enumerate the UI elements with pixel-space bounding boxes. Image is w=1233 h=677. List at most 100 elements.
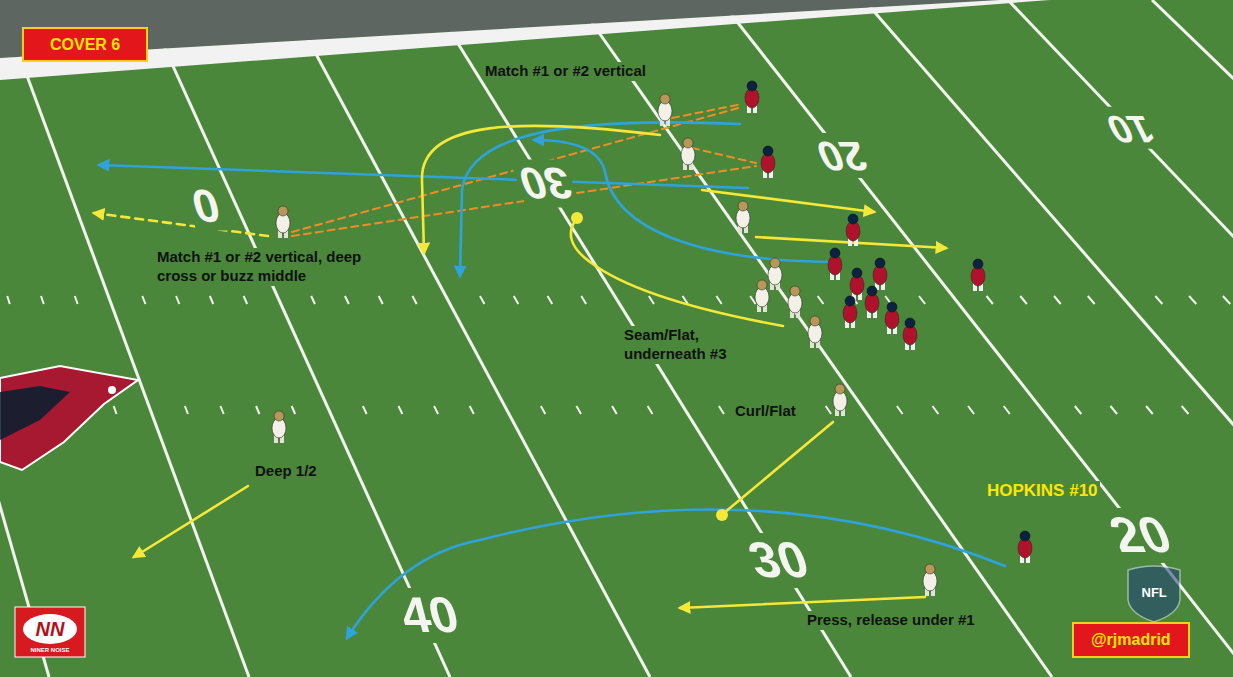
yard-number: 20 [806, 133, 877, 178]
site-logo [15, 607, 85, 657]
hash-mark [176, 296, 179, 304]
sideline-band [0, 0, 1050, 80]
offense-player [828, 248, 842, 280]
offense-player [971, 259, 985, 291]
hash-mark [716, 296, 721, 304]
hash-mark [256, 406, 259, 414]
badge-text: @rjmadrid [1091, 624, 1171, 656]
drop [94, 213, 268, 236]
hash-mark [1004, 406, 1010, 414]
yard-number: 10 [1096, 107, 1165, 149]
play-note: Deep 1/2 [253, 462, 319, 481]
offense-routes [99, 122, 1005, 638]
hash-mark [434, 406, 438, 414]
hash-mark [581, 296, 586, 304]
hash-mark [1020, 296, 1027, 304]
hash-mark [244, 296, 247, 304]
play-note: Press, release under #1 [805, 611, 977, 630]
play-note: Curl/Flat [733, 402, 798, 421]
hash-mark [345, 296, 349, 304]
defense-player [788, 286, 802, 318]
hash-mark [142, 296, 145, 304]
drop [680, 597, 925, 608]
hash-mark [311, 296, 315, 304]
player-name: HOPKINS #10 [985, 481, 1100, 501]
hash-mark [480, 296, 484, 304]
hash-mark [220, 406, 223, 414]
hash-mark [612, 406, 617, 414]
defense-player [272, 411, 286, 443]
yard-line [576, 0, 1052, 677]
defense-player [768, 258, 782, 290]
hash-mark [648, 406, 653, 414]
hash-mark [719, 406, 724, 414]
offense-player [850, 268, 864, 300]
team-logo [0, 386, 70, 440]
hash-mark [919, 296, 925, 304]
hash-mark [897, 406, 903, 414]
hash-mark [514, 296, 519, 304]
title-badge: COVER 6 [22, 27, 148, 62]
defense-player [833, 384, 847, 416]
drop [702, 190, 874, 212]
yard-number: 30 [509, 159, 581, 207]
hash-marks [7, 296, 1230, 414]
drop [134, 486, 248, 557]
landmark-dot [716, 509, 728, 521]
yard-line [0, 0, 249, 677]
yard-line [287, 0, 650, 677]
hash-mark [292, 406, 295, 414]
team-logo [108, 386, 116, 394]
yard-line [1008, 0, 1233, 677]
hash-mark [818, 296, 824, 304]
hash-mark [412, 296, 416, 304]
yard-number: 20 [1098, 508, 1183, 563]
play-note: Match #1 or #2 vertical [483, 62, 648, 81]
defense-player [681, 138, 695, 170]
match-lines [292, 104, 756, 236]
hash-mark [932, 406, 938, 414]
offense-player [903, 318, 917, 350]
logo-tagline: NINER NOISE [31, 647, 70, 653]
title-badge: @rjmadrid [1072, 622, 1190, 658]
hash-mark [185, 406, 188, 414]
hash-mark [210, 296, 213, 304]
offense-player [761, 146, 775, 178]
hash-mark [379, 296, 383, 304]
drop [571, 218, 783, 326]
offense-player [846, 214, 860, 246]
yard-line [431, 0, 851, 677]
players [272, 81, 1032, 596]
watermark: NFL [1142, 586, 1167, 599]
hash-mark [1054, 296, 1061, 304]
hash-mark [541, 406, 545, 414]
hash-mark [7, 296, 10, 304]
yard-number: 30 [738, 533, 819, 588]
hash-mark [363, 406, 367, 414]
route [460, 122, 740, 276]
league-watermark [1128, 566, 1180, 622]
logo-oval [23, 614, 77, 644]
offense-player [1018, 531, 1032, 563]
play-note: Match #1 or #2 vertical, deep cross or b… [155, 248, 395, 286]
badge-text: COVER 6 [50, 29, 120, 60]
hash-mark [1110, 406, 1117, 414]
offense-player [745, 81, 759, 113]
hash-mark [1146, 406, 1153, 414]
hash-mark [1088, 296, 1095, 304]
hash-mark [968, 406, 974, 414]
offense-player [843, 296, 857, 328]
offense-player [873, 258, 887, 290]
hash-mark [548, 296, 553, 304]
match-line [692, 148, 756, 163]
logo-text: NN [36, 619, 65, 639]
landmark-dot [571, 212, 583, 224]
team-logo [0, 366, 138, 470]
hash-mark [1223, 296, 1230, 304]
hash-mark [398, 406, 402, 414]
defense-drops [94, 126, 946, 608]
